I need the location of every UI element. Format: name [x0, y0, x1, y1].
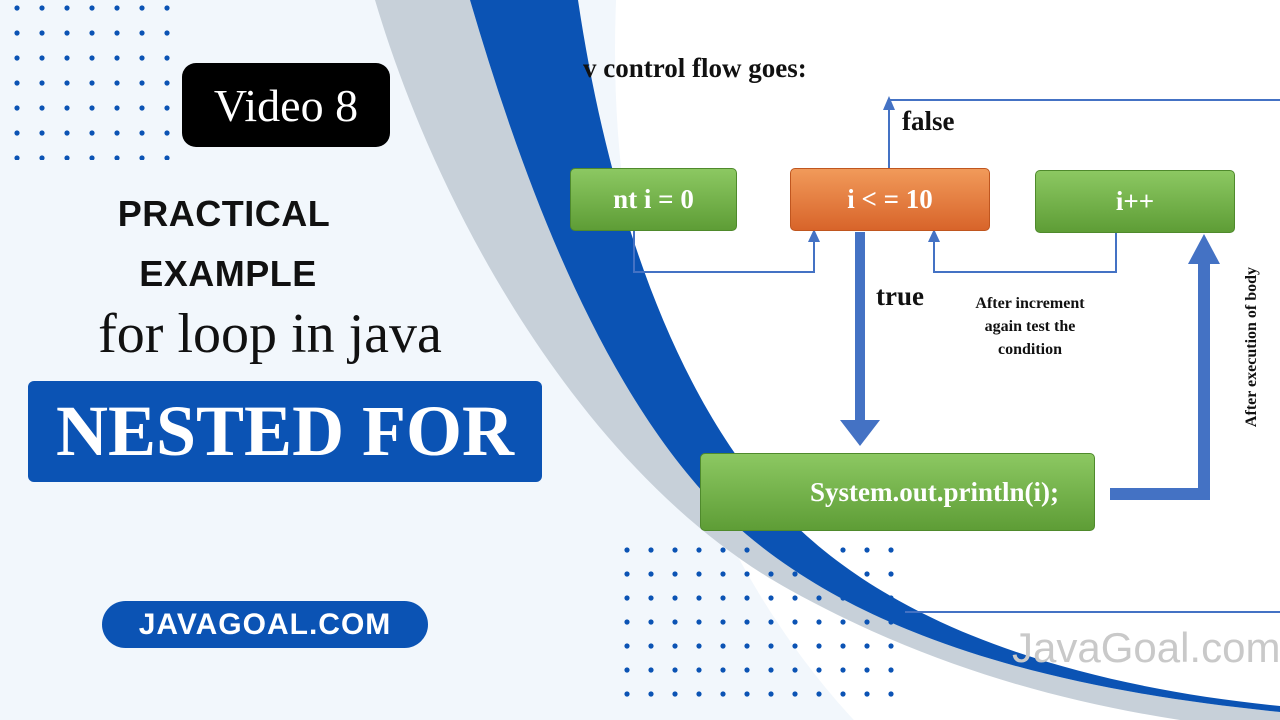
increment-note-line-2: again test the — [984, 318, 1076, 335]
increment-note-line-1: After increment — [975, 295, 1085, 312]
heading-line-2: EXAMPLE — [139, 253, 317, 294]
increment-box: i++ — [1035, 170, 1235, 233]
watermark: JavaGoal.com — [1012, 624, 1280, 671]
video-badge: Video 8 — [182, 63, 390, 147]
true-label: true — [876, 281, 924, 311]
false-label: false — [902, 106, 955, 136]
dot-pattern-bottom — [612, 540, 912, 710]
diagram-title: v control flow goes: — [583, 53, 807, 83]
increment-note-line-3: condition — [997, 341, 1062, 358]
body-note: After execution of body — [1243, 266, 1260, 428]
init-box: nt i = 0 — [570, 168, 737, 231]
subtitle: for loop in java — [98, 303, 442, 365]
heading-line-1: PRACTICAL — [117, 193, 331, 234]
dot-pattern-top — [0, 0, 175, 160]
increment-note: After increment again test the condition — [955, 292, 1105, 361]
condition-box: i < = 10 — [790, 168, 990, 231]
nested-for-banner: NESTED FOR — [28, 381, 542, 482]
site-link-pill[interactable]: JAVAGOAL.COM — [102, 601, 428, 648]
body-box: System.out.println(i); — [700, 453, 1095, 531]
